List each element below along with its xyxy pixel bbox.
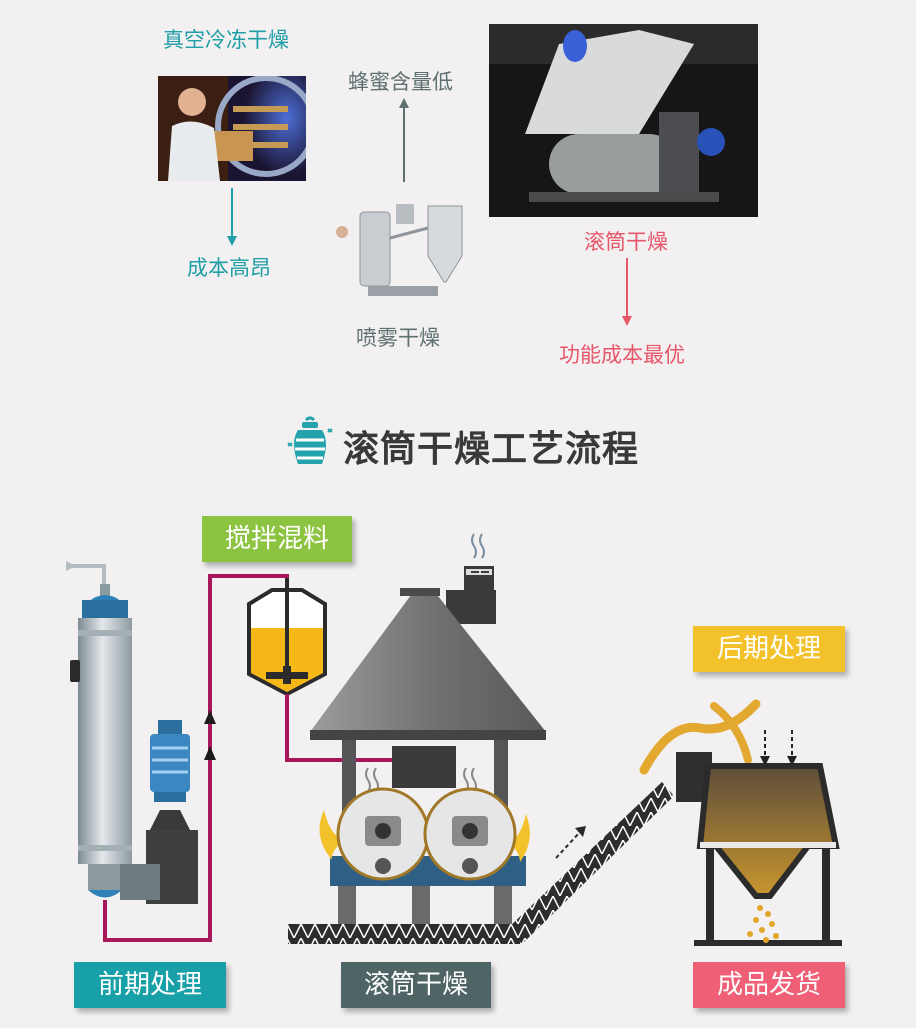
- hopper: [676, 752, 842, 946]
- stage-shipping-tag: 成品发货: [693, 962, 845, 1008]
- mixing-tank: [247, 578, 327, 697]
- stage-mixing-tag: 搅拌混料: [202, 516, 352, 562]
- steam-vent: [464, 533, 494, 590]
- heating-flames: [319, 810, 530, 862]
- spray-honey-label: 蜂蜜含量低: [348, 70, 453, 94]
- hopper-input-arrows: [760, 730, 797, 766]
- vacuum-freeze-drying-label: 真空冷冻干燥: [163, 28, 289, 52]
- honeypot-icon: [286, 416, 334, 470]
- bottom-conveyor: [288, 924, 520, 944]
- drum-left: [336, 787, 430, 881]
- condenser-unit: [120, 720, 198, 904]
- inclined-conveyor: [508, 782, 674, 944]
- conveyor-direction-arrow: [555, 826, 586, 859]
- hopper-feed-ribbon: [639, 699, 761, 775]
- drum-optimal-label: 功能成本最优: [559, 343, 685, 367]
- vacuum-freeze-dryer-photo: [158, 76, 306, 181]
- process-section-title: 滚筒干燥工艺流程: [343, 429, 640, 470]
- stage-drum-drying-tag: 滚筒干燥: [341, 962, 491, 1008]
- vacuum-cost-label: 成本高昂: [187, 256, 271, 280]
- spray-dryer-photo: [328, 198, 478, 303]
- spray-drying-label: 喷雾干燥: [356, 326, 440, 350]
- finished-powder: [747, 905, 779, 943]
- dryer-hood: [310, 588, 546, 740]
- evaporator-column: [66, 561, 132, 898]
- drum-dryer-photo: [489, 24, 758, 217]
- stage-post-processing-tag: 后期处理: [693, 626, 845, 672]
- stage-pretreatment-tag: 前期处理: [74, 962, 226, 1008]
- drum-right: [423, 787, 517, 881]
- drum-drying-label: 滚筒干燥: [584, 230, 668, 254]
